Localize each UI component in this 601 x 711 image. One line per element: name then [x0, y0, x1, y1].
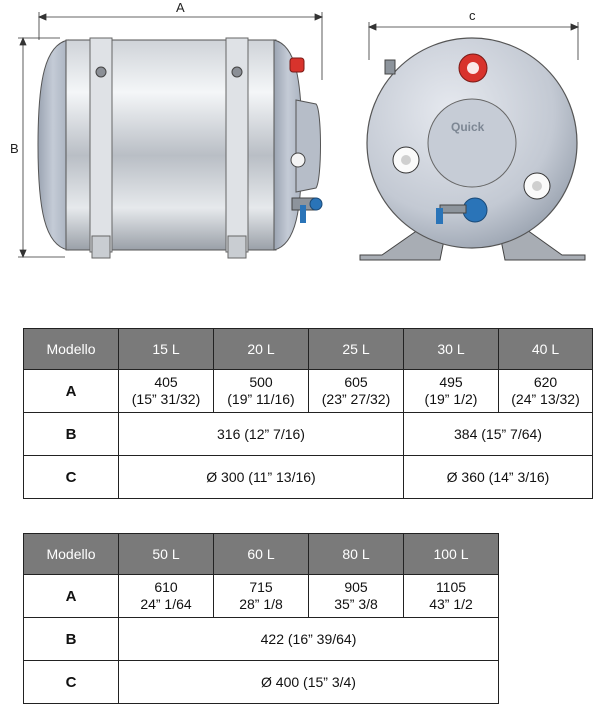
side-view: A B	[10, 0, 324, 259]
hot-water-outlet	[289, 57, 305, 73]
row-label: B	[23, 617, 119, 661]
table-cell: 422 (16” 39/64)	[118, 617, 499, 661]
cell-inch: 28” 1/8	[239, 596, 283, 612]
header-cell: 20 L	[213, 328, 309, 370]
row-label: A	[23, 574, 119, 618]
cold-inlet-valve	[291, 197, 323, 223]
header-cell: 80 L	[308, 533, 404, 575]
row-label: B	[23, 412, 119, 456]
header-cell: 50 L	[118, 533, 214, 575]
right-port-bore	[532, 181, 542, 191]
table-row-b: B 316 (12” 7/16) 384 (15” 7/64)	[23, 412, 593, 456]
table-cell: Ø 300 (11” 13/16)	[118, 455, 404, 499]
cell-mm: 620	[533, 374, 558, 390]
header-cell: 15 L	[118, 328, 214, 370]
row-label: A	[23, 369, 119, 413]
cell-inch: 43” 1/2	[429, 596, 473, 612]
dimension-label-c: c	[469, 8, 476, 23]
spec-table-15-40: Modello 15 L 20 L 25 L 30 L 40 L A 405(1…	[23, 328, 593, 499]
table-cell: 605(23” 27/32)	[308, 369, 404, 413]
cell-mm: 495	[439, 374, 463, 390]
table-cell: 405(15” 31/32)	[118, 369, 214, 413]
cell-mm: 605	[344, 374, 368, 390]
side-port	[290, 152, 306, 168]
cell-mm: 610	[154, 579, 178, 595]
dimension-b	[18, 36, 65, 259]
table-row-a: A 405(15” 31/32) 500(19” 11/16) 605(23” …	[23, 369, 593, 413]
relief-valve	[384, 59, 396, 75]
left-port-bore	[401, 155, 411, 165]
dimension-label-b: B	[10, 141, 19, 156]
quick-logo: Quick	[451, 120, 485, 134]
table-cell: 495(19” 1/2)	[403, 369, 499, 413]
table-header-row: Modello 50 L 60 L 80 L 100 L	[23, 533, 499, 575]
cell-inch: (19” 11/16)	[227, 391, 295, 407]
dimension-c	[367, 22, 580, 60]
row-label: C	[23, 455, 119, 499]
cell-mm: 500	[249, 374, 273, 390]
header-cell: Modello	[23, 533, 119, 575]
table-cell: 316 (12” 7/16)	[118, 412, 404, 456]
table-cell: 620(24” 13/32)	[498, 369, 593, 413]
water-heater-technical-drawing: A B	[10, 0, 586, 261]
table-header-row: Modello 15 L 20 L 25 L 30 L 40 L	[23, 328, 593, 370]
header-cell: Modello	[23, 328, 119, 370]
hot-water-port-bore	[467, 62, 479, 74]
header-cell: 40 L	[498, 328, 593, 370]
front-flange	[427, 98, 517, 188]
cell-inch: (23” 27/32)	[321, 391, 391, 407]
dimension-a	[37, 12, 324, 80]
cold-water-port	[462, 197, 488, 223]
table-cell: 384 (15” 7/64)	[403, 412, 593, 456]
table-row-b: B 422 (16” 39/64)	[23, 617, 499, 661]
cell-inch: (19” 1/2)	[424, 391, 478, 407]
mounting-straps	[89, 37, 249, 259]
inlet-valve-lever	[436, 208, 443, 224]
header-cell: 100 L	[403, 533, 499, 575]
cell-inch: (15” 31/32)	[131, 391, 201, 407]
table-row-c: C Ø 400 (15” 3/4)	[23, 660, 499, 704]
table-cell: Ø 360 (14” 3/16)	[403, 455, 593, 499]
cell-inch: 24” 1/64	[140, 596, 192, 612]
row-label: C	[23, 660, 119, 704]
cell-mm: 1105	[435, 579, 467, 595]
front-view: c Quick	[359, 8, 586, 261]
inlet-valve-handle	[439, 204, 467, 214]
table-cell: Ø 400 (15” 3/4)	[118, 660, 499, 704]
cell-inch: 35” 3/8	[334, 596, 378, 612]
header-cell: 30 L	[403, 328, 499, 370]
cell-mm: 405	[154, 374, 178, 390]
left-end-cap	[37, 39, 69, 251]
heater-flange	[295, 99, 321, 193]
table-cell: 500(19” 11/16)	[213, 369, 309, 413]
header-cell: 25 L	[308, 328, 404, 370]
dimension-label-a: A	[176, 0, 185, 15]
header-cell: 60 L	[213, 533, 309, 575]
table-row-c: C Ø 300 (11” 13/16) Ø 360 (14” 3/16)	[23, 455, 593, 499]
cell-mm: 715	[249, 579, 273, 595]
cell-inch: (24” 13/32)	[511, 391, 580, 407]
cell-mm: 905	[344, 579, 368, 595]
